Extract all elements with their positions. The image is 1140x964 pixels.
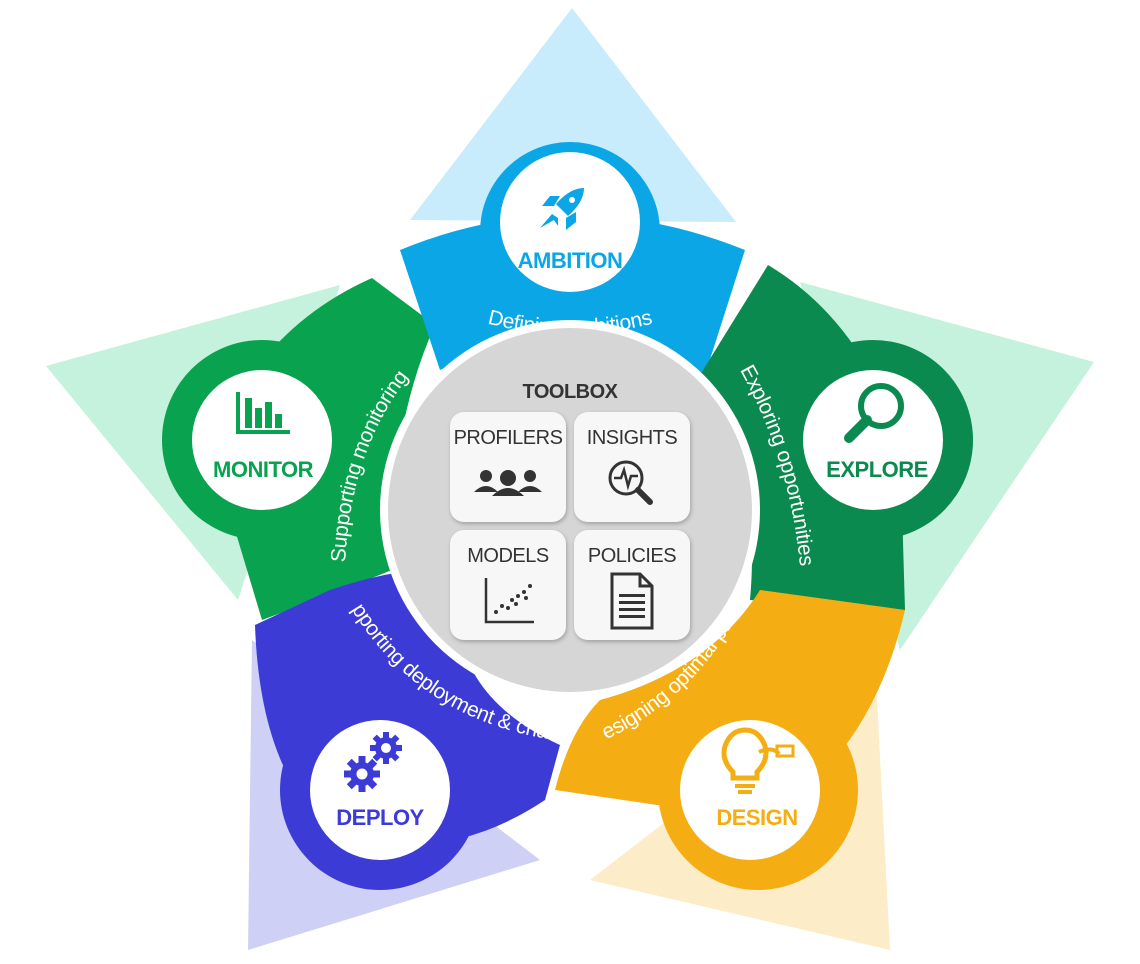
- ambition-label: AMBITION: [518, 248, 623, 273]
- tool-tile-insights[interactable]: INSIGHTS: [574, 412, 690, 522]
- lightbulb-icon: [721, 727, 795, 794]
- tool-label-insights: INSIGHTS: [587, 427, 678, 449]
- gears-icon: [344, 732, 402, 792]
- deploy-badge[interactable]: [310, 720, 450, 860]
- explore-badge[interactable]: [803, 370, 943, 510]
- explore-label: EXPLORE: [826, 457, 928, 482]
- monitor-label: MONITOR: [213, 457, 314, 482]
- star-point-top: [410, 8, 736, 222]
- scatter-plot-icon: [484, 578, 534, 624]
- tool-label-profilers: PROFILERS: [454, 427, 563, 449]
- tool-tile-policies[interactable]: POLICIES: [574, 530, 690, 640]
- document-icon: [610, 572, 654, 630]
- toolbox-title: TOOLBOX: [522, 381, 618, 403]
- tool-label-models: MODELS: [467, 545, 549, 567]
- deploy-label: DEPLOY: [336, 805, 424, 830]
- bar-chart-icon: [236, 392, 290, 434]
- design-label: DESIGN: [716, 805, 797, 830]
- rocket-icon: [540, 188, 584, 230]
- people-group-icon: [474, 470, 542, 496]
- insight-magnifier-icon: [608, 460, 653, 505]
- tool-tile-profilers[interactable]: PROFILERS: [450, 412, 566, 522]
- monitor-badge[interactable]: [192, 370, 332, 510]
- tool-tile-models[interactable]: MODELS: [450, 530, 566, 640]
- tool-label-policies: POLICIES: [588, 545, 676, 567]
- magnifier-icon: [844, 383, 904, 443]
